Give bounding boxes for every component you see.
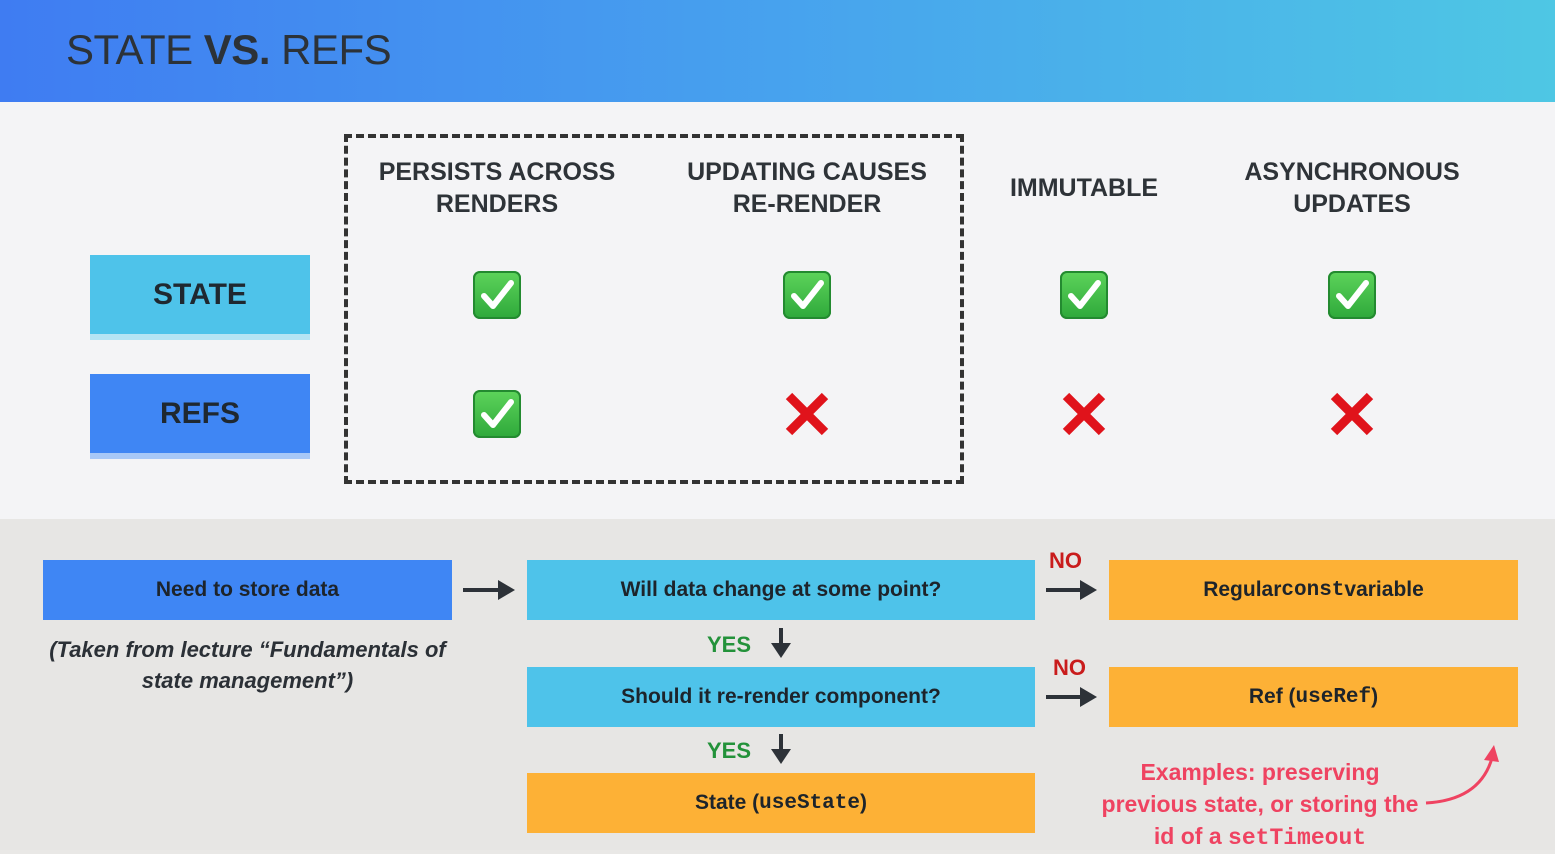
title-state: STATE <box>66 26 204 73</box>
result-ref-suffix: ) <box>1371 685 1379 708</box>
arrow-right-icon <box>463 580 515 600</box>
column-header-immutable: IMMUTABLE <box>1009 174 1159 202</box>
flow-question-change: Will data change at some point? <box>527 560 1035 620</box>
flow-result-const: Regular const variable <box>1109 560 1518 620</box>
result-state-code: useState <box>759 791 860 815</box>
title-vs: VS. <box>203 26 271 73</box>
examples-text: preserving previous state, or storing th… <box>1101 759 1419 849</box>
arrow-right-icon <box>1046 687 1097 707</box>
highlight-dashed-box <box>344 134 964 484</box>
row-label-refs: REFS <box>90 374 310 453</box>
examples-code: setTimeout <box>1228 825 1367 851</box>
result-state-prefix: State ( <box>694 791 760 814</box>
header-banner: STATE VS. REFS <box>0 0 1555 102</box>
curved-arrow-icon <box>1425 745 1499 805</box>
no-label-2: NO <box>1053 655 1086 680</box>
result-const-code: const <box>1281 578 1345 602</box>
flow-question-rerender: Should it re-render component? <box>527 667 1035 727</box>
cross-icon <box>1328 390 1376 438</box>
row-label-state: STATE <box>90 255 310 334</box>
flow-result-ref: Ref (useRef) <box>1109 667 1518 727</box>
check-icon <box>473 390 521 438</box>
arrow-right-icon <box>1046 580 1097 600</box>
column-header-persists: PERSISTS ACROSS RENDERS <box>378 158 616 218</box>
title-refs: REFS <box>270 26 392 73</box>
examples-lead: Examples: <box>1140 759 1256 785</box>
examples-annotation: Examples: preserving previous state, or … <box>1100 756 1420 854</box>
arrow-down-icon <box>771 734 791 764</box>
result-state-suffix: ) <box>860 791 867 814</box>
page-title: STATE VS. REFS <box>66 26 392 74</box>
check-icon <box>1328 271 1376 319</box>
yes-label-2: YES <box>707 738 752 763</box>
cross-icon <box>783 390 831 438</box>
check-icon <box>1060 271 1108 319</box>
check-icon <box>783 271 831 319</box>
flow-result-state: State (useState) <box>527 773 1035 833</box>
result-const-suffix: variable <box>1344 578 1424 601</box>
lecture-note: (Taken from lecture “Fundamentals of sta… <box>49 637 446 693</box>
arrow-down-icon <box>771 628 791 658</box>
result-ref-prefix: Ref ( <box>1248 685 1296 708</box>
result-const-prefix: Regular <box>1203 578 1282 601</box>
no-label-1: NO <box>1049 548 1082 573</box>
yes-label-1: YES <box>707 632 752 657</box>
flow-start-box: Need to store data <box>43 560 452 620</box>
column-header-async: ASYNCHRONOUS UPDATES <box>1244 158 1460 218</box>
column-header-rerender: UPDATING CAUSES RE-RENDER <box>687 158 927 218</box>
check-icon <box>473 271 521 319</box>
cross-icon <box>1060 390 1108 438</box>
result-ref-code: useRef <box>1295 685 1372 709</box>
